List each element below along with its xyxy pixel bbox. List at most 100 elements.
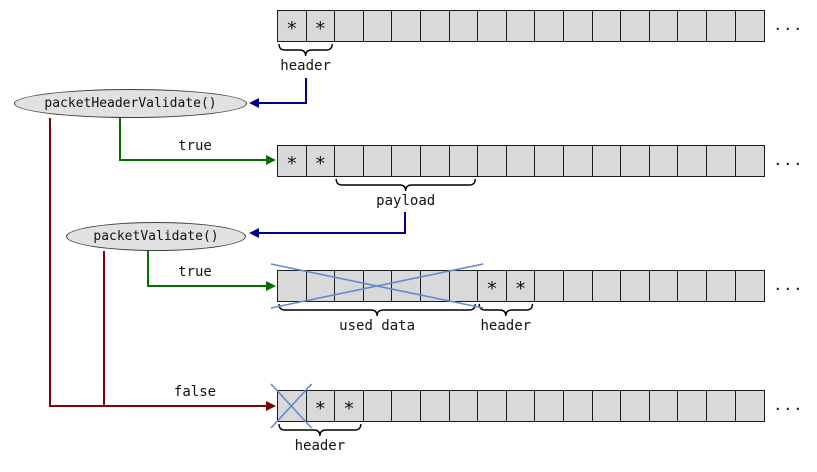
array-cell	[650, 11, 679, 41]
array-cell	[535, 11, 564, 41]
array-cell	[593, 271, 622, 301]
array-cell	[392, 271, 421, 301]
array-cell	[335, 146, 364, 176]
array-continues-ellipsis: ...	[773, 276, 804, 294]
array-cell	[535, 146, 564, 176]
array-cell	[736, 391, 765, 421]
array-continues-ellipsis: ...	[773, 151, 804, 169]
array-cell	[450, 146, 479, 176]
array-cell	[507, 391, 536, 421]
array-cell	[564, 271, 593, 301]
array-cell	[307, 271, 336, 301]
array-cell	[392, 146, 421, 176]
array-cell	[421, 146, 450, 176]
node-packetvalidate: packetValidate()	[66, 222, 246, 251]
array-cell	[507, 11, 536, 41]
array-cell	[564, 391, 593, 421]
underbrace	[278, 303, 476, 317]
array-cell	[535, 391, 564, 421]
edge-label-true-2: true	[178, 264, 212, 280]
array-cell	[478, 146, 507, 176]
byte-array-row-4: **	[277, 390, 765, 422]
brace-label-header: header	[280, 58, 331, 74]
array-cell	[707, 11, 736, 41]
array-cell	[621, 11, 650, 41]
array-cell	[335, 271, 364, 301]
underbrace	[478, 303, 534, 317]
array-cell	[364, 391, 393, 421]
array-cell	[707, 146, 736, 176]
underbrace	[335, 178, 476, 192]
braces-and-crosses	[270, 43, 534, 437]
edge-false-from-packetheadervalidate	[49, 118, 266, 407]
array-cell	[650, 391, 679, 421]
array-cell: *	[307, 11, 336, 41]
arrowhead-blue-icon	[249, 98, 259, 108]
array-cell	[621, 146, 650, 176]
array-cell	[421, 11, 450, 41]
edge-label-false: false	[173, 384, 217, 400]
array-continues-ellipsis: ...	[773, 16, 804, 34]
array-cell	[650, 271, 679, 301]
array-cell	[478, 391, 507, 421]
array-cell: *	[307, 391, 336, 421]
array-cell: *	[478, 271, 507, 301]
array-cell	[621, 271, 650, 301]
array-cell: *	[278, 146, 307, 176]
byte-array-row-1: **	[277, 10, 765, 42]
byte-array-row-3: **	[277, 270, 765, 302]
array-cell	[650, 146, 679, 176]
array-cell	[335, 11, 364, 41]
underbrace	[278, 423, 362, 437]
edge-payload-to-packetvalidate	[259, 212, 406, 234]
array-cell	[507, 146, 536, 176]
arrowhead-green-icon	[266, 281, 276, 291]
brace-label-payload: payload	[376, 193, 436, 209]
array-cell: *	[335, 391, 364, 421]
byte-array-row-2: **	[277, 145, 765, 177]
array-cell	[564, 146, 593, 176]
array-cell	[450, 11, 479, 41]
underbrace	[278, 43, 333, 57]
array-cell	[736, 11, 765, 41]
array-cell	[421, 391, 450, 421]
array-cell	[421, 271, 450, 301]
node-label: packetHeaderValidate()	[44, 96, 217, 111]
array-cell	[678, 11, 707, 41]
array-cell	[707, 391, 736, 421]
arrowhead-green-icon	[266, 155, 276, 165]
array-cell	[593, 146, 622, 176]
array-cell	[278, 391, 307, 421]
array-cell	[364, 11, 393, 41]
array-cell	[364, 146, 393, 176]
array-cell	[593, 11, 622, 41]
node-packetheadervalidate: packetHeaderValidate()	[14, 89, 247, 118]
brace-label-header: header	[294, 438, 346, 454]
array-cell	[593, 391, 622, 421]
brace-label-header: header	[480, 318, 532, 334]
arrowhead-red-icon	[266, 401, 276, 411]
array-cell	[392, 11, 421, 41]
edge-header-to-packetheadervalidate	[259, 78, 307, 104]
edge-label-true-1: true	[178, 138, 212, 154]
brace-label-used-data: used data	[339, 318, 416, 334]
node-label: packetValidate()	[93, 229, 219, 244]
array-cell	[707, 271, 736, 301]
array-cell	[278, 271, 307, 301]
array-cell	[736, 146, 765, 176]
array-cell	[450, 271, 479, 301]
array-cell	[535, 271, 564, 301]
array-cell: *	[507, 271, 536, 301]
arrowhead-blue-icon	[249, 228, 259, 238]
array-cell: *	[278, 11, 307, 41]
array-cell	[450, 391, 479, 421]
array-cell	[736, 271, 765, 301]
array-cell	[392, 391, 421, 421]
array-cell: *	[307, 146, 336, 176]
array-cell	[478, 11, 507, 41]
array-cell	[364, 271, 393, 301]
array-cell	[564, 11, 593, 41]
array-cell	[678, 146, 707, 176]
array-cell	[678, 391, 707, 421]
